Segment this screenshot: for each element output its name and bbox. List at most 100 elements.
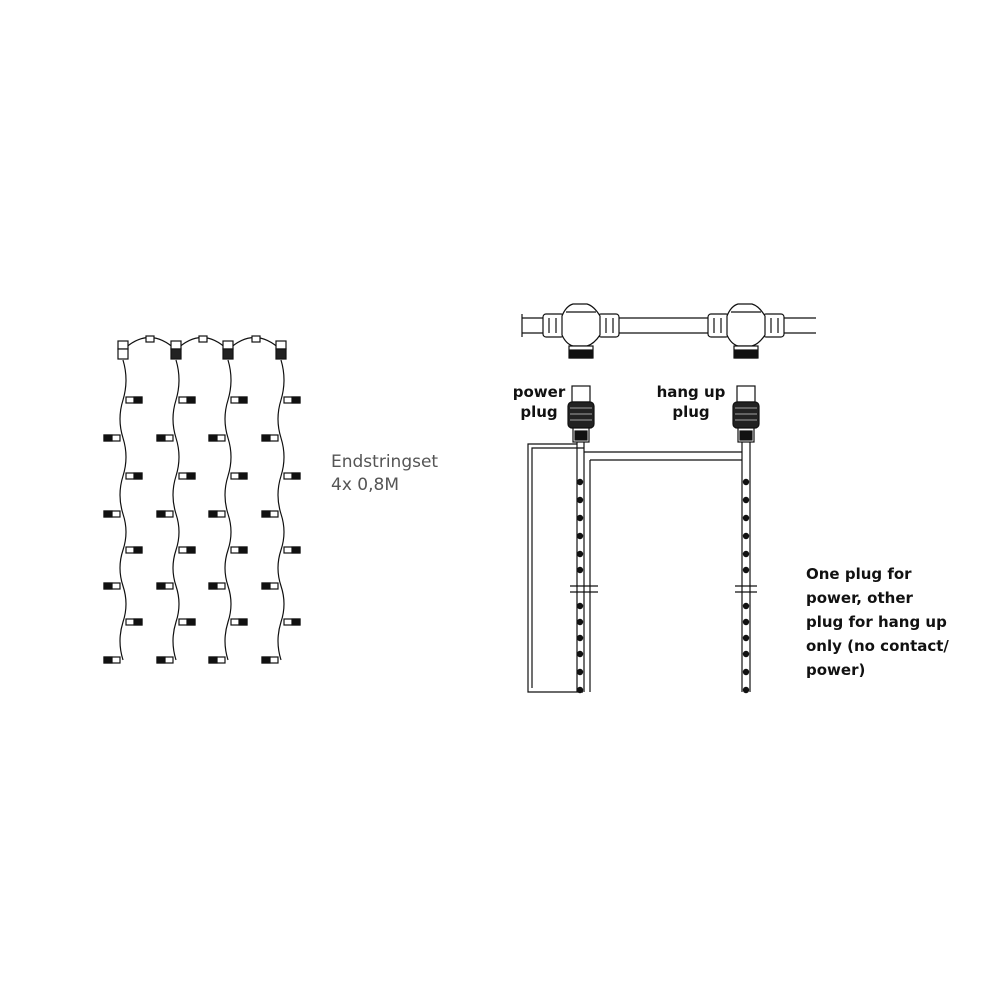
led-bulb-cap [208,434,218,442]
strand-wire [119,359,127,661]
led-bulb-cap [133,546,143,554]
led-bulb-cap [103,434,113,442]
led-bead [576,514,584,522]
led-bead [742,650,750,658]
led-bulb-cap [208,582,218,590]
plug-usage-note: One plug for power, other plug for hang … [806,562,949,682]
led-bulb-cap [238,396,248,404]
note-line: only (no contact/ [806,637,949,655]
led-bead [576,478,584,486]
led-bulb-cap [156,434,166,442]
power-plug-label-line-2: plug [520,403,558,421]
led-bead [742,496,750,504]
led-bulb-cap [103,510,113,518]
note-line: power, other [806,589,913,607]
led-bulb-cap [208,510,218,518]
led-bulb-cap [133,396,143,404]
led-bulb-cap [156,582,166,590]
led-bulb-cap [133,618,143,626]
led-bulb-cap [133,472,143,480]
strand-connector-body [170,348,182,360]
led-bead [742,550,750,558]
note-line: plug for hang up [806,613,947,631]
strand-wire [277,359,285,661]
cable-clip [145,335,155,343]
led-bulb-cap [238,618,248,626]
cable-clip [198,335,208,343]
led-bulb-cap [103,656,113,664]
led-bead [576,668,584,676]
led-bulb-cap [156,656,166,664]
led-bulb-cap [291,472,301,480]
led-bead [742,532,750,540]
led-bead [742,618,750,626]
led-bulb-cap [238,472,248,480]
led-bead [576,550,584,558]
endstring-set-subtitle: 4x 0,8M [331,475,399,495]
led-bulb-cap [261,510,271,518]
hangup-plug [732,385,760,443]
led-bulb-cap [238,546,248,554]
drop-strand [156,340,196,664]
power-plug-label-line-1: power [512,383,566,401]
strand-wire [172,359,180,661]
led-bulb-cap [186,546,196,554]
led-bead [742,686,750,694]
strand-connector-top [117,340,129,350]
led-bead [576,602,584,610]
led-bead [576,496,584,504]
drop-strand [261,340,301,664]
t-connector-right [707,303,785,359]
led-bead [742,478,750,486]
wiring-loop [527,442,757,693]
strand-wire [224,359,232,661]
plug-wiring-illustration [521,303,816,694]
led-bead [576,532,584,540]
led-bulb-cap [186,472,196,480]
hangup-plug-label-line-2: plug [672,403,710,421]
t-connector-left [542,303,620,359]
drop-strand [103,340,143,664]
strand-connector-top [275,340,287,350]
led-bulb-cap [291,396,301,404]
led-bead [576,650,584,658]
drop-strand [208,340,248,664]
led-bulb-cap [186,396,196,404]
note-line: One plug for [806,565,912,583]
led-bead [576,634,584,642]
strand-connector-body [222,348,234,360]
led-bead [742,514,750,522]
endstring-set-illustration [103,335,301,664]
led-bead [742,566,750,574]
endstring-set-caption: Endstringset 4x 0,8M [331,451,438,497]
cable-clip [251,335,261,343]
led-bulb-cap [261,656,271,664]
power-plug [567,385,595,443]
led-bulb-cap [156,510,166,518]
strand-connector-body [275,348,287,360]
led-bead [742,668,750,676]
led-bulb-cap [261,434,271,442]
strand-connector-top [222,340,234,350]
led-bulb-cap [291,546,301,554]
power-plug-label: power plug [507,382,571,422]
hangup-plug-label-line-1: hang up [656,383,726,401]
led-bead [576,566,584,574]
led-bead [742,634,750,642]
endstring-set-title: Endstringset [331,452,439,472]
strand-connector-body [117,348,129,360]
note-line: power) [806,661,866,679]
led-bulb-cap [261,582,271,590]
led-bead [576,686,584,694]
hangup-plug-label: hang up plug [652,382,730,422]
led-bead [742,602,750,610]
led-bulb-cap [186,618,196,626]
led-beads [576,478,750,694]
led-bulb-cap [103,582,113,590]
led-bead [576,618,584,626]
strand-connector-top [170,340,182,350]
led-bulb-cap [208,656,218,664]
led-bulb-cap [291,618,301,626]
